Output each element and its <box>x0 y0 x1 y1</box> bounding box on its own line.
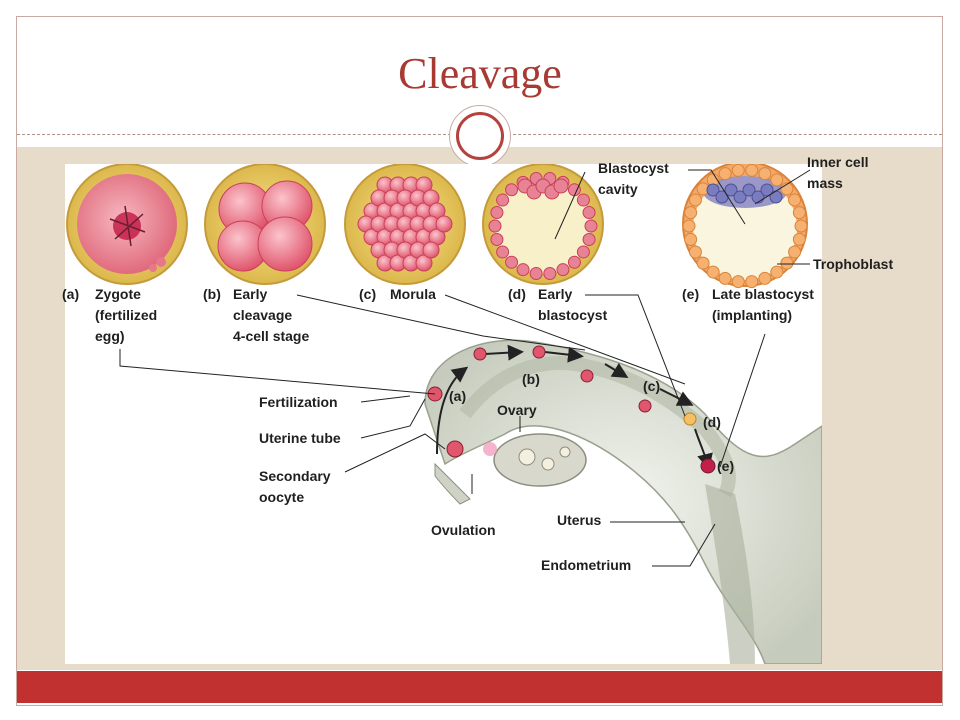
path-marker-c: (c) <box>643 378 661 394</box>
divider-ornament-ring <box>456 112 504 160</box>
stage-a-name: Zygote (fertilized egg) <box>95 286 158 344</box>
leader-lines <box>119 169 811 567</box>
zygote-illustration <box>66 164 188 285</box>
stage-d-letter: (d) <box>508 286 526 302</box>
trophoblast-label: Trophoblast <box>813 256 894 272</box>
reproductive-tract-illustration <box>424 339 822 664</box>
four-cell-stage-illustration <box>204 164 326 285</box>
footer-accent-bar <box>17 671 942 703</box>
endometrium-label: Endometrium <box>541 557 632 573</box>
slide-frame <box>16 16 943 706</box>
stage-d-name: Early blastocyst <box>538 286 608 323</box>
late-blastocyst-illustration <box>682 164 808 289</box>
uterus-label: Uterus <box>557 512 602 528</box>
stage-e-letter: (e) <box>682 286 700 302</box>
stage-c-letter: (c) <box>359 286 377 302</box>
path-marker-b: (b) <box>522 371 540 387</box>
ovary-label: Ovary <box>497 402 537 418</box>
fertilization-label: Fertilization <box>259 394 338 410</box>
path-marker-a: (a) <box>449 388 467 404</box>
embryo-markers <box>427 345 716 474</box>
morula-illustration <box>344 164 466 285</box>
stage-e-name: Late blastocyst (implanting) <box>712 286 814 323</box>
stage-a-letter: (a) <box>62 286 80 302</box>
path-marker-d: (d) <box>703 414 721 430</box>
inner-cell-mass-label: Inner cell mass <box>807 154 869 191</box>
stage-b-letter: (b) <box>203 286 221 302</box>
cleavage-illustration: (a) Zygote (fertilized egg) (b) Early cl… <box>62 154 893 664</box>
uterine-tube-label: Uterine tube <box>259 430 341 446</box>
slide-title: Cleavage <box>398 49 562 98</box>
cleavage-diagram <box>66 164 822 664</box>
secondary-oocyte-label: Secondary oocyte <box>259 468 331 505</box>
early-blastocyst-illustration <box>482 164 604 285</box>
stage-b-name: Early cleavage 4-cell stage <box>233 286 310 344</box>
blastocyst-cavity-label: Blastocyst cavity <box>598 160 669 197</box>
stage-c-name: Morula <box>390 286 436 302</box>
ovulation-label: Ovulation <box>431 522 496 538</box>
path-marker-e: (e) <box>717 458 735 474</box>
